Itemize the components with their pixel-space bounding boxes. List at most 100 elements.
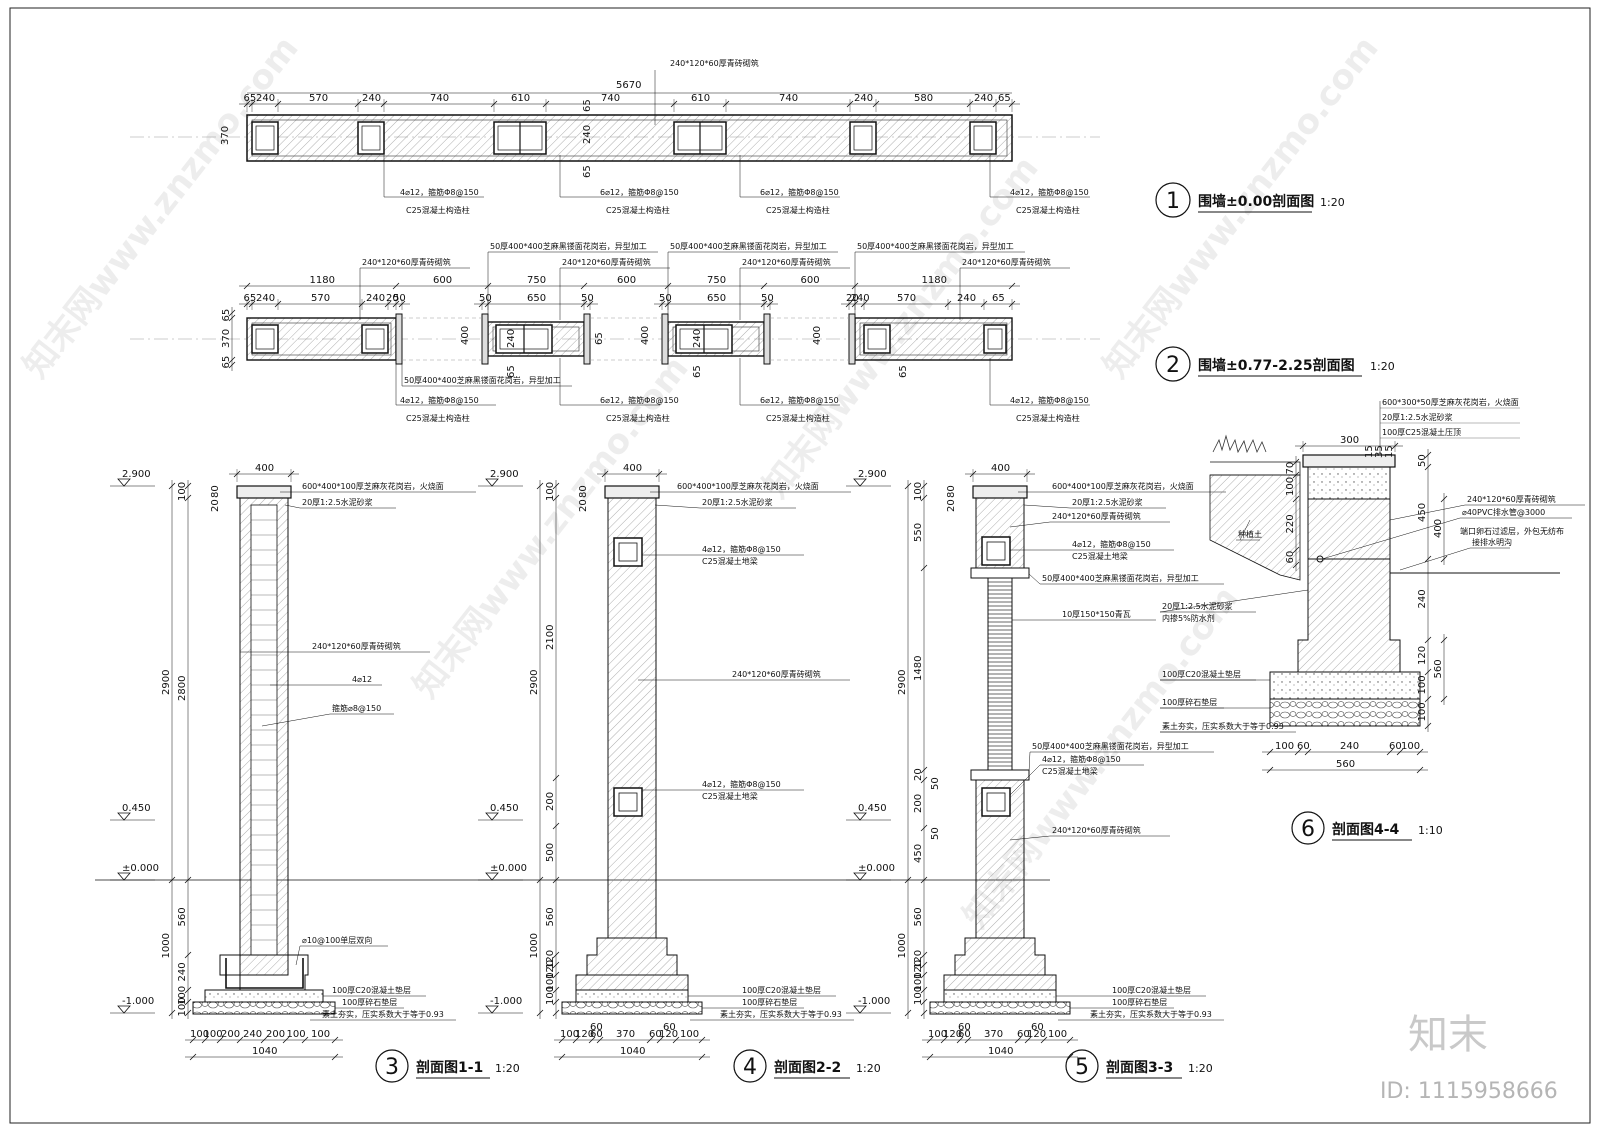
sec3-title: 剖面图3-3 [1106, 1059, 1173, 1076]
sec3-note: 4⌀12，箍筋Φ8@150 [1042, 754, 1121, 764]
dimension-label: 60 [1389, 741, 1402, 752]
plan1-side-dim: 370 [220, 126, 231, 145]
dimension-label: 100 [177, 482, 188, 501]
dimension-label: 1180 [922, 275, 947, 286]
dimension-label: 60 [1031, 1022, 1044, 1033]
sec1-note: 240*120*60厚青砖砌筑 [312, 641, 401, 651]
dimension-label: 1000 [529, 933, 540, 958]
level-label: -1.000 [490, 996, 522, 1007]
dimension-label: 100 [287, 1029, 306, 1040]
dimension-label: 740 [779, 93, 798, 104]
dimension-label: 1040 [988, 1046, 1013, 1057]
dimension-label: 60 [958, 1022, 971, 1033]
sec3-note: C25混凝土地梁 [1042, 766, 1098, 776]
dimension-label: 400 [1433, 519, 1444, 538]
dimension-label: 35 [1374, 445, 1385, 458]
brick-note: 240*120*60厚青砖砌筑 [962, 257, 1051, 267]
dimension-label: 20 [946, 499, 957, 512]
dimension-label: 2100 [545, 625, 556, 650]
sec2-scale: 1:20 [856, 1062, 881, 1075]
dimension-label: 100 [545, 482, 556, 501]
sec4-note: 100厚碎石垫层 [1162, 697, 1217, 707]
plan2-scale: 1:20 [1370, 360, 1395, 373]
granite-lattice-panel [583, 313, 591, 365]
watermark-brand: 知末 [1408, 1012, 1488, 1058]
column-note: 4⌀12，箍筋Φ8@150 [1010, 187, 1089, 197]
dimension-label: 60 [590, 1029, 603, 1040]
dimension-label: 600 [433, 275, 452, 286]
sec4-note: 600*300*50厚芝麻灰花岗岩，火烧面 [1382, 397, 1519, 407]
dimension-label: 20 [846, 293, 859, 304]
sec1-note: 素土夯实，压实系数大于等于0.93 [322, 1009, 444, 1019]
dimension-label: 120 [545, 950, 556, 969]
sec3-note: C25混凝土地梁 [1072, 551, 1128, 561]
dimension-label: 200 [913, 794, 924, 813]
brick-note: 240*120*60厚青砖砌筑 [362, 257, 451, 267]
dimension-label: 65 [992, 293, 1005, 304]
dimension-label: 120 [913, 950, 924, 969]
dimension-label: 100 [177, 986, 188, 1005]
dimension-label: 120 [659, 1029, 678, 1040]
level-label: ±0.000 [490, 863, 527, 874]
dimension-label: 1000 [161, 933, 172, 958]
dimension-label: 100 [204, 1029, 223, 1040]
sec2-note: 素土夯实，压实系数大于等于0.93 [720, 1009, 842, 1019]
dimension-label: 100 [680, 1029, 699, 1040]
dimension-label: 65 [244, 93, 257, 104]
dimension-label: 80 [578, 485, 589, 498]
sec3-note: 240*120*60厚青砖砌筑 [1052, 825, 1141, 835]
sec1-note: ⌀10@100单层双向 [302, 935, 372, 945]
level-label: 2.900 [858, 469, 887, 480]
sec2-note: 100厚C20混凝土垫层 [742, 985, 821, 995]
lattice-note: 50厚400*400芝麻黑镂面花岗岩，异型加工 [670, 241, 827, 251]
level-markers: 2.9000.450±0.000-1.0002.9000.450±0.000-1… [110, 469, 895, 1014]
column-note: C25混凝土构造柱 [766, 205, 830, 215]
section-1-1: 4002900100010028005602401001008020100100… [161, 463, 520, 1083]
sec3-note: 10厚150*150青瓦 [1062, 609, 1131, 619]
granite-lattice-panel [661, 313, 669, 365]
column-note: C25混凝土构造柱 [406, 413, 470, 423]
sheet-border [9, 7, 1591, 1124]
dimension-label: 200 [266, 1029, 285, 1040]
dimension-label: 100 [913, 482, 924, 501]
sec3-note: 100厚碎石垫层 [1112, 997, 1167, 1007]
sec3-note: 20厚1:2.5水泥砂浆 [1072, 497, 1143, 507]
sec4-note: 端口卵石过滤层，外包无纺布 [1460, 526, 1564, 536]
column-note: 4⌀12，箍筋Φ8@150 [400, 395, 479, 405]
plan2-notes: 240*120*60厚青砖砌筑 240*120*60厚青砖砌筑 240*120*60… [359, 241, 1090, 423]
brick-note: 240*120*60厚青砖砌筑 [742, 257, 831, 267]
sec3-dimensions: 4002900100010055014802020045056012012010… [897, 463, 1078, 1061]
dimension-label: 400 [255, 463, 274, 474]
dimension-label: 60 [590, 1022, 603, 1033]
dimension-label: 370 [616, 1029, 635, 1040]
dimension-label: 65 [221, 356, 232, 369]
dimension-label: 120 [575, 1029, 594, 1040]
dimension-label: 100 [545, 972, 556, 991]
dimension-label: 60 [649, 1029, 662, 1040]
lattice-note: 50厚400*400芝麻黑镂面花岗岩，异型加工 [490, 241, 647, 251]
dimension-label: 220 [1285, 514, 1296, 533]
dimension-label: 650 [707, 293, 726, 304]
dimension-label: 570 [311, 293, 330, 304]
dimension-label: 570 [897, 293, 916, 304]
granite-lattice-panel [481, 313, 489, 365]
sec4-note: ⌀40PVC排水管@3000 [1462, 507, 1545, 517]
sec4-note: 种植土 [1238, 529, 1262, 539]
dimension-label: 1000 [897, 933, 908, 958]
dimension-label: 200 [545, 792, 556, 811]
sec4-note: 内掺5%防水剂 [1162, 613, 1215, 623]
lattice-note: 50厚400*400芝麻黑镂面花岗岩，异型加工 [404, 375, 561, 385]
plan2-title-circle [1155, 346, 1191, 382]
sec1-dimensions: 4002900100010028005602401001008020100100… [161, 463, 343, 1061]
granite-lattice-panel [848, 313, 856, 365]
plan1-title-number: 1 [1166, 189, 1180, 214]
dimension-label: 50 [393, 293, 406, 304]
section-3-3: 4002900100010055014802020045056012012010… [897, 463, 1226, 1083]
dimension-label: 370 [221, 329, 232, 348]
dimension-label: 20 [913, 768, 924, 781]
dimension-label: 400 [623, 463, 642, 474]
dimension-label: 240 [957, 293, 976, 304]
level-label: 2.900 [490, 469, 519, 480]
